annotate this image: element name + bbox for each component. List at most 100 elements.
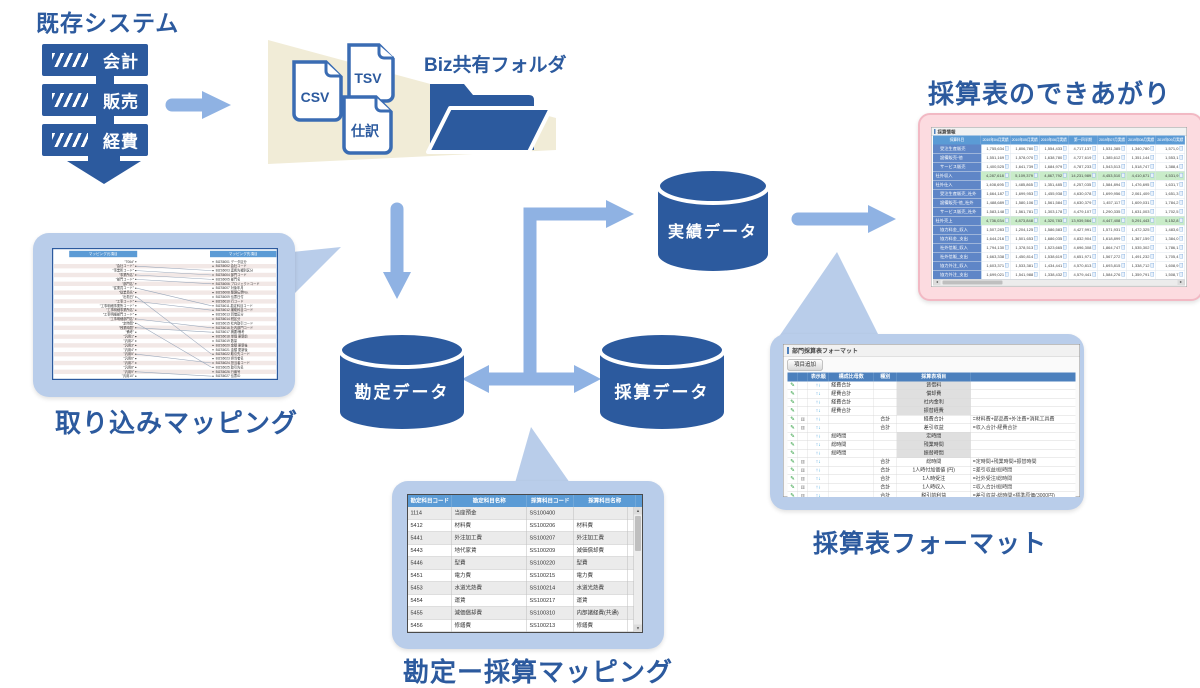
result-value-cell: 1,384,0 bbox=[1156, 234, 1185, 243]
move-up-icon[interactable]: ↑ bbox=[815, 399, 819, 406]
mapping-node-icon bbox=[212, 336, 214, 338]
move-up-icon[interactable]: ↑ bbox=[815, 433, 819, 440]
edit-icon[interactable]: ✎ bbox=[790, 450, 795, 456]
move-up-icon[interactable]: ↑ bbox=[815, 408, 819, 414]
edit-icon[interactable]: ✎ bbox=[790, 424, 795, 431]
mapping-link-line bbox=[136, 371, 212, 377]
mapping-node-icon bbox=[135, 314, 137, 316]
result-value-cell: 4,570,813 bbox=[1069, 261, 1098, 270]
mapping-source-item: "残業時間" bbox=[118, 326, 134, 330]
result-caption: 採算表のできあがり bbox=[928, 79, 1172, 109]
move-down-icon[interactable]: ↓ bbox=[818, 484, 821, 491]
mapping-link-line bbox=[136, 318, 212, 329]
scroll-left-icon[interactable]: ◄ bbox=[933, 280, 941, 285]
move-up-icon[interactable]: ↑ bbox=[815, 484, 819, 491]
type-cell bbox=[874, 398, 898, 407]
edit-icon[interactable]: ✎ bbox=[790, 416, 795, 422]
cell-note-icon bbox=[1179, 164, 1183, 169]
move-up-icon[interactable]: ↑ bbox=[815, 450, 819, 457]
edit-icon[interactable]: ✎ bbox=[790, 475, 795, 482]
move-down-icon[interactable]: ↓ bbox=[818, 408, 821, 414]
server-vents-icon bbox=[52, 133, 88, 147]
mapping-node-icon bbox=[135, 371, 137, 373]
result-value-cell: 1,434,441 bbox=[1040, 261, 1069, 270]
move-up-icon[interactable]: ↑ bbox=[815, 476, 819, 482]
move-down-icon[interactable]: ↓ bbox=[818, 450, 821, 457]
move-up-icon[interactable]: ↑ bbox=[815, 459, 819, 465]
move-down-icon[interactable]: ↓ bbox=[818, 467, 821, 474]
item-cell: 社内金利 bbox=[897, 398, 971, 407]
cell-note-icon bbox=[1092, 155, 1096, 160]
result-row-label: 社外信販_支出 bbox=[933, 252, 982, 261]
move-down-icon[interactable]: ↓ bbox=[818, 391, 821, 397]
mapping-source-item: "工事明細事業所コード" bbox=[99, 304, 134, 308]
vertical-scrollbar[interactable]: ▲ ▼ bbox=[633, 507, 642, 632]
move-up-icon[interactable]: ↑ bbox=[815, 493, 819, 497]
result-row-label: 協力外注_支出 bbox=[933, 270, 982, 279]
result-value-cell: 1,541,988 bbox=[1011, 270, 1040, 279]
scroll-down-icon[interactable]: ▼ bbox=[634, 624, 642, 632]
server-expenses: 経費 bbox=[42, 124, 148, 156]
edit-icon[interactable]: ✎ bbox=[790, 441, 795, 448]
move-down-icon[interactable]: ↓ bbox=[818, 459, 821, 465]
move-up-icon[interactable]: ↑ bbox=[815, 425, 819, 431]
edit-icon[interactable]: ✎ bbox=[790, 390, 795, 397]
edit-icon[interactable]: ✎ bbox=[790, 484, 795, 490]
move-up-icon[interactable]: ↑ bbox=[815, 416, 819, 423]
move-down-icon[interactable]: ↓ bbox=[818, 399, 821, 406]
delete-icon[interactable]: ▥ bbox=[800, 484, 805, 490]
delete-icon[interactable]: ▥ bbox=[800, 467, 805, 473]
mapping-dest-item: BIZS6021 金額 更新後 bbox=[215, 348, 248, 352]
edit-icon[interactable]: ✎ bbox=[790, 433, 795, 439]
delete-icon[interactable]: ▥ bbox=[800, 459, 805, 464]
move-down-icon[interactable]: ↓ bbox=[818, 433, 821, 440]
cell-note-icon bbox=[1034, 155, 1038, 160]
move-down-icon[interactable]: ↓ bbox=[818, 425, 821, 431]
delete-icon[interactable]: ▥ bbox=[800, 425, 805, 430]
type-cell: 合計 bbox=[874, 415, 898, 424]
scrollbar-thumb[interactable] bbox=[635, 516, 641, 551]
item-cell: 賃借料 bbox=[897, 381, 971, 390]
scrollbar-thumb[interactable] bbox=[942, 280, 1003, 285]
edit-icon[interactable]: ✎ bbox=[790, 492, 795, 498]
edit-icon[interactable]: ✎ bbox=[790, 458, 795, 465]
cell-note-icon bbox=[1034, 200, 1038, 205]
scroll-up-icon[interactable]: ▲ bbox=[634, 507, 642, 515]
move-up-icon[interactable]: ↑ bbox=[815, 382, 819, 389]
delete-icon[interactable]: ▥ bbox=[800, 493, 805, 497]
edit-icon[interactable]: ✎ bbox=[790, 399, 795, 405]
move-up-icon[interactable]: ↑ bbox=[815, 391, 819, 397]
mapping-node-icon bbox=[135, 327, 137, 329]
mapping-node-icon bbox=[135, 353, 137, 355]
move-down-icon[interactable]: ↓ bbox=[818, 382, 821, 389]
scroll-right-icon[interactable]: ► bbox=[1177, 280, 1185, 285]
delete-icon[interactable]: ▥ bbox=[800, 476, 805, 481]
mapping-source-item: "汎用3" bbox=[123, 343, 134, 348]
mapping-lines bbox=[136, 265, 212, 377]
cell-note-icon bbox=[1092, 191, 1096, 196]
mapping-node-icon bbox=[135, 375, 137, 377]
delete-icon[interactable]: ▥ bbox=[800, 416, 805, 422]
move-down-icon[interactable]: ↓ bbox=[818, 442, 821, 448]
type-cell bbox=[874, 381, 898, 390]
move-down-icon[interactable]: ↓ bbox=[818, 476, 821, 482]
horizontal-scrollbar[interactable]: ◄ ► bbox=[933, 279, 1185, 286]
mapping-dest-header: マッピング先項目 bbox=[210, 250, 277, 258]
add-item-button[interactable]: 項目追加 bbox=[787, 359, 823, 371]
move-down-icon[interactable]: ↓ bbox=[818, 493, 821, 497]
move-down-icon[interactable]: ↓ bbox=[818, 416, 821, 423]
mapping-node-icon bbox=[212, 366, 214, 368]
mapping-row: "従業員コード" BIZS6007 対象年月 bbox=[54, 286, 276, 290]
mapping-row: "工事明細事業所名" BIZS6012 補助科目コード bbox=[54, 308, 276, 313]
actual-db-cylinder: 実績データ bbox=[656, 166, 770, 274]
edit-icon[interactable]: ✎ bbox=[790, 407, 795, 414]
result-value-cell: 4,651,971 bbox=[1069, 252, 1098, 261]
mapping-source-item: "汎用1" bbox=[123, 334, 134, 339]
edit-icon[interactable]: ✎ bbox=[790, 382, 795, 388]
move-up-icon[interactable]: ↑ bbox=[815, 442, 819, 448]
mapping-node-icon bbox=[212, 283, 214, 285]
result-value-cell: 1,476,695 bbox=[1127, 180, 1156, 189]
cell-note-icon bbox=[1005, 254, 1009, 259]
edit-icon[interactable]: ✎ bbox=[790, 467, 795, 473]
move-up-icon[interactable]: ↑ bbox=[815, 467, 819, 474]
